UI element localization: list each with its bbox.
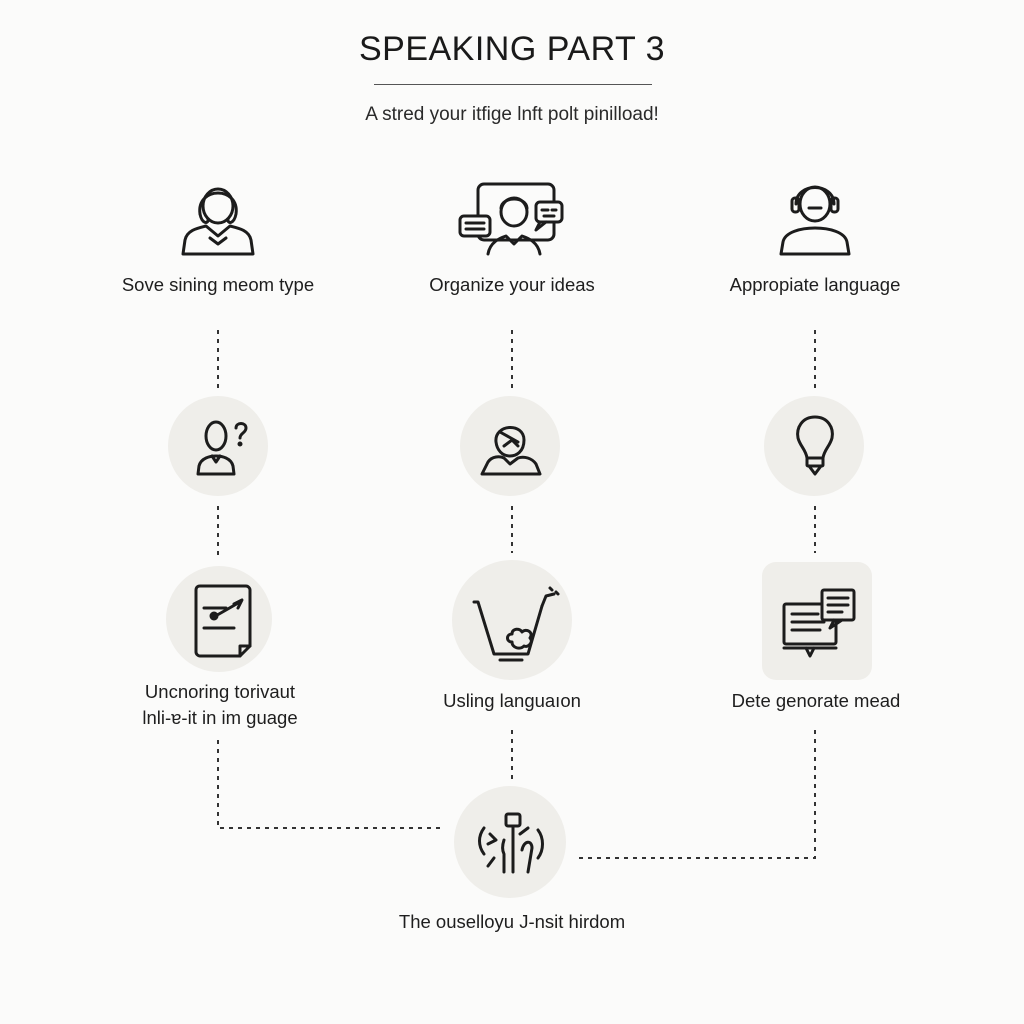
video-chat-icon (458, 182, 564, 256)
row2-center-circle (460, 396, 560, 496)
row3-left-label-line2: lnli-ɐ-it in im guage (142, 707, 298, 728)
person-question-icon (196, 420, 248, 476)
row3-left-circle (166, 566, 272, 672)
thinking-person-icon (480, 426, 542, 476)
row3-center-label: Usling languaıon (443, 690, 581, 711)
cart-bubble-icon (472, 586, 560, 662)
woman-avatar-icon (181, 187, 255, 256)
monitor-notes-icon (782, 588, 856, 658)
headset-person-icon (779, 185, 851, 256)
row2-left-circle (168, 396, 268, 496)
lightbulb-icon (796, 415, 834, 476)
row2-right-circle (764, 396, 864, 496)
connector-right-bottom (575, 730, 816, 859)
bottom-label: The ouselloyu J-nsit hirdom (398, 911, 626, 932)
row1-center-label: Organize your ideas (429, 274, 595, 295)
page-subtitle: A stred your itfige lnft polt pinilload! (365, 104, 659, 125)
page-title: SPEAKING PART 3 (358, 30, 666, 68)
row1-left-label: Sove sining meom type (121, 274, 315, 295)
connector-left-bottom (217, 740, 442, 829)
row3-left-label-line1: Uncnoring torivaut (144, 681, 296, 702)
bottom-circle (454, 786, 566, 898)
row1-right-label: Appropiate language (729, 274, 901, 295)
row3-right-label: Dete genorate mead (731, 690, 901, 711)
document-pen-icon (194, 584, 252, 658)
title-divider (374, 84, 652, 85)
tools-icon (478, 812, 544, 874)
